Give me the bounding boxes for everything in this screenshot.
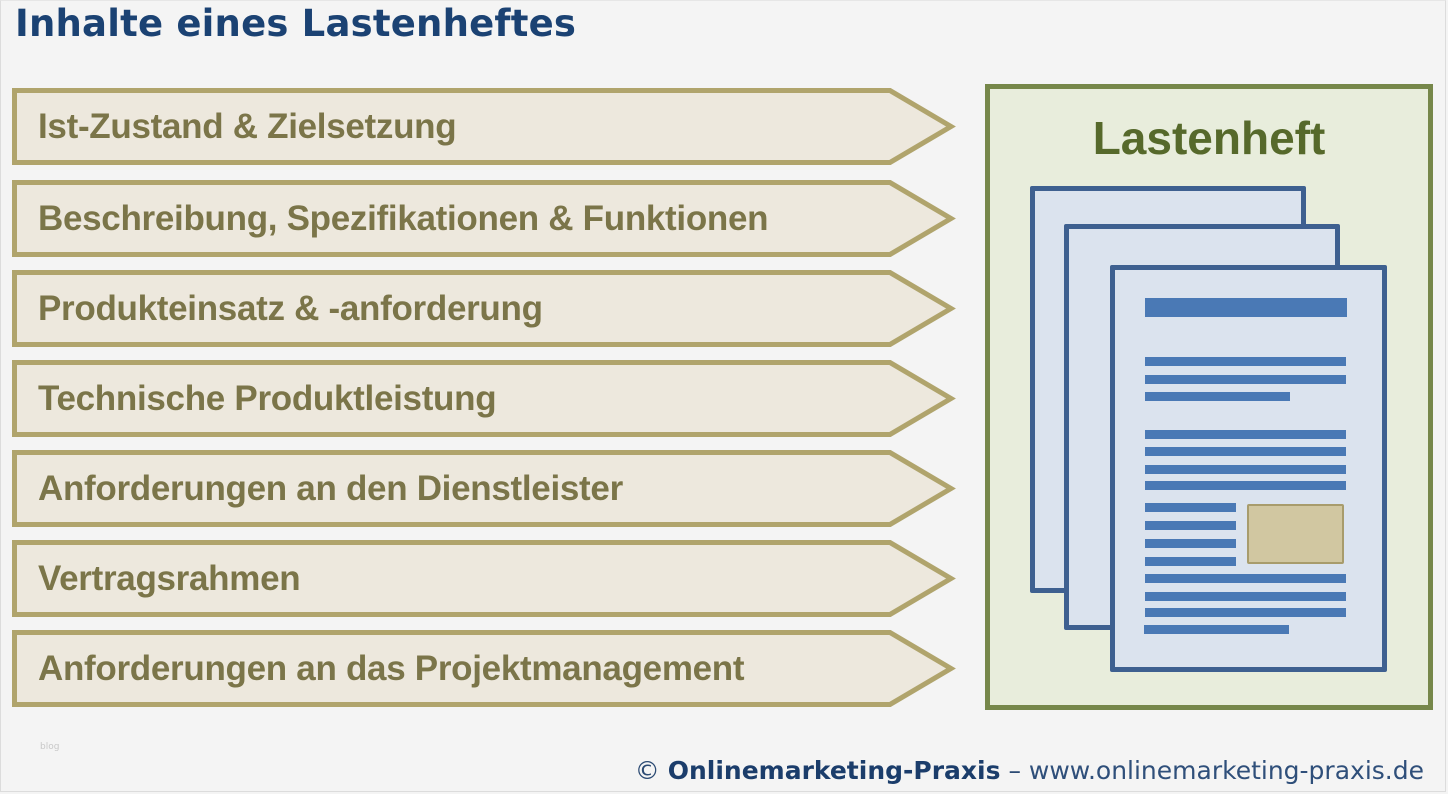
- doc-text-line: [1145, 503, 1236, 512]
- arrow-item-beschreibung: Beschreibung, Spezifikationen & Funktion…: [12, 180, 956, 257]
- page-title: Inhalte eines Lastenheftes: [15, 2, 577, 45]
- arrow-shape-icon: [12, 180, 956, 257]
- footer-url[interactable]: www.onlinemarketing-praxis.de: [1028, 756, 1424, 785]
- doc-text-line: [1145, 465, 1346, 474]
- arrow-label: Anforderungen an das Projektmanagement: [38, 649, 745, 688]
- footer-brand: Onlinemarketing-Praxis: [667, 756, 1001, 785]
- arrow-label: Anforderungen an den Dienstleister: [38, 469, 623, 508]
- doc-text-line: [1145, 447, 1346, 456]
- arrow-shape-icon: [12, 540, 956, 617]
- arrow-label: Ist-Zustand & Zielsetzung: [38, 107, 457, 146]
- doc-text-line: [1145, 557, 1236, 566]
- arrow-shape-icon: [12, 88, 956, 165]
- arrow-shape-icon: [12, 450, 956, 527]
- arrow-item-technische-produktleistung: Technische Produktleistung: [12, 360, 956, 437]
- doc-heading-bar: [1145, 298, 1347, 317]
- arrow-label: Technische Produktleistung: [38, 379, 497, 418]
- watermark-label: blog: [40, 742, 60, 752]
- arrow-shape-icon: [12, 630, 956, 707]
- footer-separator: –: [1008, 756, 1021, 785]
- arrow-shape-icon: [12, 360, 956, 437]
- arrow-item-ist-zustand: Ist-Zustand & Zielsetzung: [12, 88, 956, 165]
- lastenheft-title: Lastenheft: [1092, 112, 1326, 164]
- doc-text-line: [1145, 357, 1346, 366]
- doc-text-line: [1145, 521, 1236, 530]
- arrow-item-produkteinsatz: Produkteinsatz & -anforderung: [12, 270, 956, 347]
- arrow-label: Beschreibung, Spezifikationen & Funktion…: [38, 199, 769, 238]
- doc-text-line: [1145, 481, 1346, 490]
- doc-text-line: [1145, 392, 1290, 401]
- arrow-item-dienstleister: Anforderungen an den Dienstleister: [12, 450, 956, 527]
- doc-text-line: [1145, 574, 1346, 583]
- arrow-item-vertragsrahmen: Vertragsrahmen: [12, 540, 956, 617]
- arrow-label: Vertragsrahmen: [38, 559, 301, 598]
- arrow-shape-icon: [12, 270, 956, 347]
- doc-text-line: [1145, 592, 1346, 601]
- doc-text-line: [1144, 625, 1289, 634]
- doc-text-line: [1145, 539, 1236, 548]
- arrow-label: Produkteinsatz & -anforderung: [38, 289, 543, 328]
- doc-text-line: [1145, 608, 1346, 617]
- doc-text-line: [1145, 375, 1346, 384]
- footer-credit: © Onlinemarketing-Praxis – www.onlinemar…: [635, 756, 1424, 785]
- copyright-symbol: ©: [634, 756, 660, 785]
- doc-image-placeholder-icon: [1247, 504, 1344, 564]
- arrow-item-projektmanagement: Anforderungen an das Projektmanagement: [12, 630, 956, 707]
- doc-text-line: [1145, 430, 1346, 439]
